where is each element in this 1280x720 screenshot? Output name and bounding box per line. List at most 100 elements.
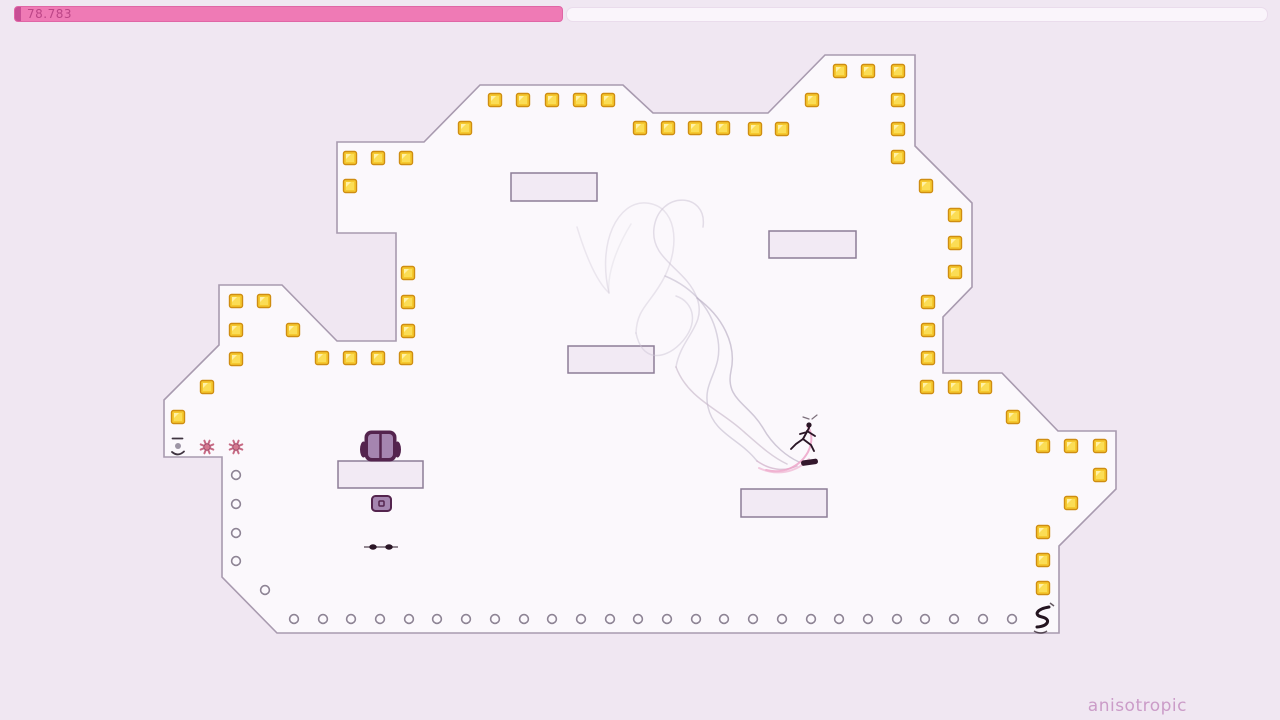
gold-shine: [604, 96, 609, 101]
ghost-trail: [604, 202, 675, 334]
mine: [546, 613, 558, 625]
gold-piece: [544, 92, 560, 108]
gold-inner: [404, 269, 412, 277]
rotor-mine: [199, 439, 215, 455]
gold-shine: [981, 383, 986, 388]
gold-shine: [951, 268, 956, 273]
gold-shine: [318, 354, 323, 359]
mine: [690, 613, 702, 625]
gold-piece: [804, 92, 820, 108]
mine: [862, 613, 874, 625]
gold-shine: [232, 326, 237, 331]
gold-piece: [1063, 438, 1079, 454]
gold-inner: [402, 154, 410, 162]
mine: [345, 613, 357, 625]
gold-inner: [1039, 442, 1047, 450]
gold-shine: [894, 67, 899, 72]
timer-value: 78.783: [27, 7, 72, 21]
gold-inner: [1039, 584, 1047, 592]
gold-inner: [951, 383, 959, 391]
ghost-trail: [635, 295, 694, 357]
gold-inner: [924, 354, 932, 362]
gold-piece: [947, 264, 963, 280]
mine: [259, 584, 271, 596]
turret-enemy: [171, 437, 185, 456]
gold-inner: [318, 354, 326, 362]
gold-piece: [890, 63, 906, 79]
shove-thwump-body: [371, 495, 392, 512]
gold-inner: [491, 96, 499, 104]
gold-inner: [203, 383, 211, 391]
gold-shine: [1039, 584, 1044, 589]
gold-inner: [894, 153, 902, 161]
gold-shine: [289, 326, 294, 331]
gold-piece: [1035, 580, 1051, 596]
gold-piece: [918, 178, 934, 194]
gold-inner: [836, 67, 844, 75]
gold-inner: [636, 124, 644, 132]
mine: [661, 613, 673, 625]
gold-piece: [890, 149, 906, 165]
ghost-trail: [765, 425, 813, 473]
gold-piece: [832, 63, 848, 79]
platform: [337, 460, 424, 489]
mine: [977, 613, 989, 625]
gold-shine: [402, 154, 407, 159]
timer-remaining-bar: [566, 7, 1268, 22]
gold-piece: [920, 350, 936, 366]
gold-inner: [232, 297, 240, 305]
gold-shine: [232, 355, 237, 360]
ninja-head: [806, 422, 812, 428]
mine: [1006, 613, 1018, 625]
gold-piece: [1092, 467, 1108, 483]
mine: [948, 613, 960, 625]
gold-shine: [404, 327, 409, 332]
gold-piece: [515, 92, 531, 108]
gold-shine: [894, 153, 899, 158]
gold-inner: [346, 354, 354, 362]
gold-piece: [370, 350, 386, 366]
gold-piece: [256, 293, 272, 309]
curled-top-dash: [1049, 602, 1055, 607]
ninja-player: [790, 414, 818, 452]
gold-inner: [374, 354, 382, 362]
gold-piece: [1005, 409, 1021, 425]
gold-piece: [400, 294, 416, 310]
turret-bottom-bracket: [171, 450, 185, 456]
mine: [919, 613, 931, 625]
gold-shine: [1039, 442, 1044, 447]
gold-piece: [342, 350, 358, 366]
platform: [768, 230, 857, 259]
gold-piece: [947, 235, 963, 251]
gold-piece: [457, 120, 473, 136]
gold-inner: [461, 124, 469, 132]
gold-shine: [636, 124, 641, 129]
turret-core: [175, 443, 181, 449]
gold-piece: [977, 379, 993, 395]
launch-pad: [801, 458, 818, 466]
gold-shine: [864, 67, 869, 72]
gold-shine: [174, 413, 179, 418]
gold-piece: [342, 150, 358, 166]
gold-shine: [922, 182, 927, 187]
gold-inner: [548, 96, 556, 104]
mine: [431, 613, 443, 625]
rotor-mine: [228, 439, 244, 455]
gold-inner: [289, 326, 297, 334]
gold-piece: [1035, 524, 1051, 540]
gold-shine: [1096, 442, 1101, 447]
mine: [230, 527, 242, 539]
gold-shine: [691, 124, 696, 129]
gold-piece: [600, 92, 616, 108]
gold-piece: [632, 120, 648, 136]
gold-inner: [519, 96, 527, 104]
gold-shine: [951, 239, 956, 244]
gold-shine: [808, 96, 813, 101]
gold-inner: [346, 182, 354, 190]
gold-inner: [1009, 413, 1017, 421]
gold-inner: [232, 355, 240, 363]
gold-shine: [924, 354, 929, 359]
gold-shine: [548, 96, 553, 101]
gold-inner: [174, 413, 182, 421]
